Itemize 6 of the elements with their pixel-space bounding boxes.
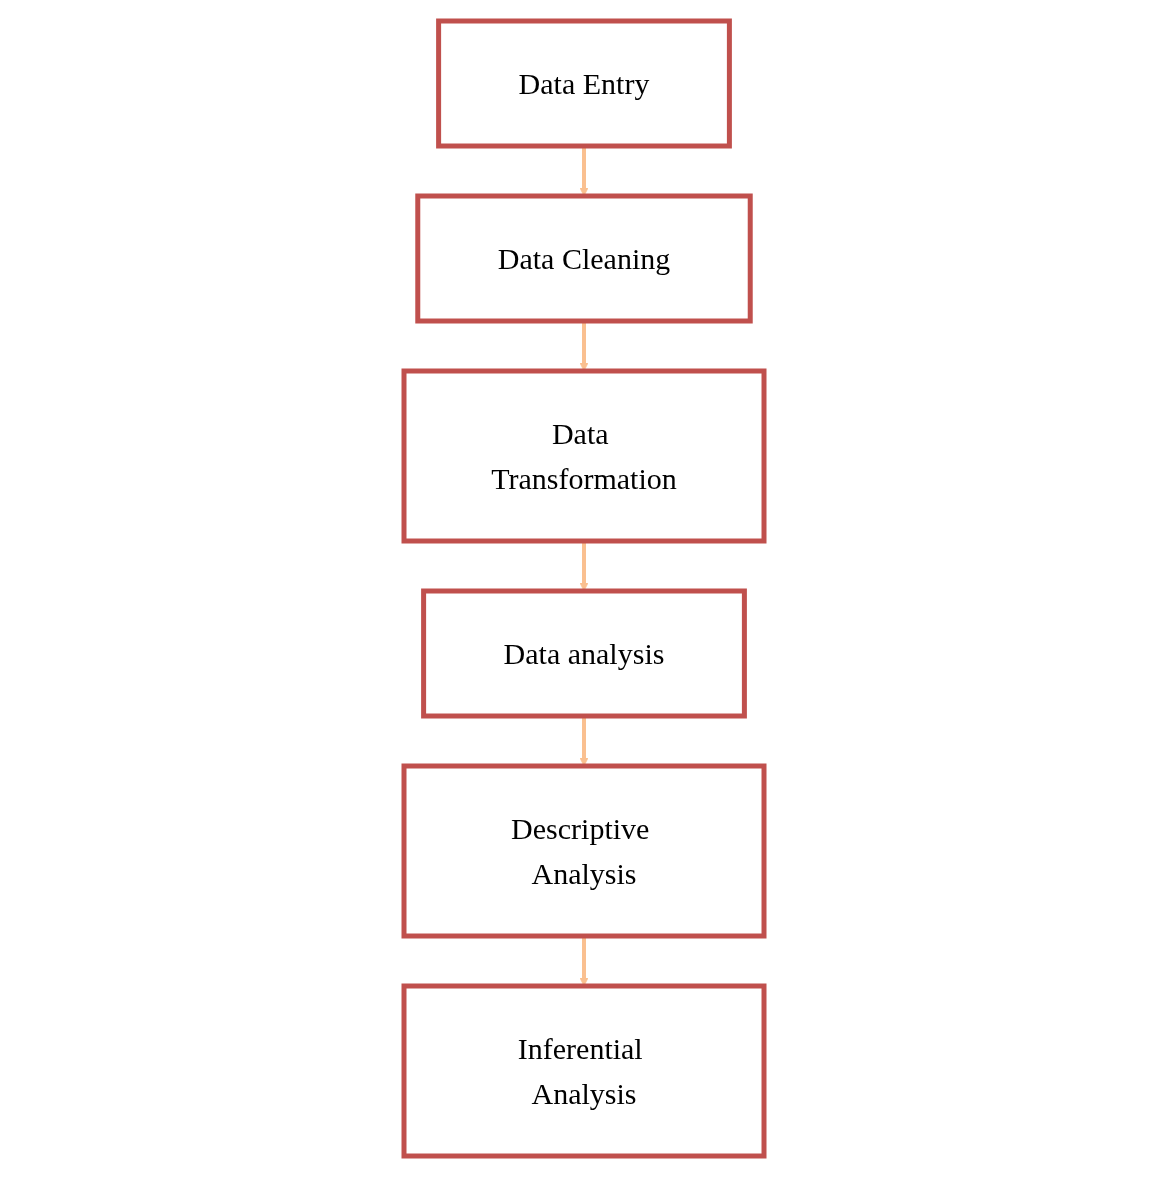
node-box: Data Transformation xyxy=(401,368,767,544)
node-box: Descriptive Analysis xyxy=(401,763,767,939)
node-box: Data Cleaning xyxy=(415,193,753,324)
node-box: Data analysis xyxy=(421,588,747,719)
node-box: Data Entry xyxy=(436,18,732,149)
node-box: Inferential Analysis xyxy=(401,983,767,1159)
